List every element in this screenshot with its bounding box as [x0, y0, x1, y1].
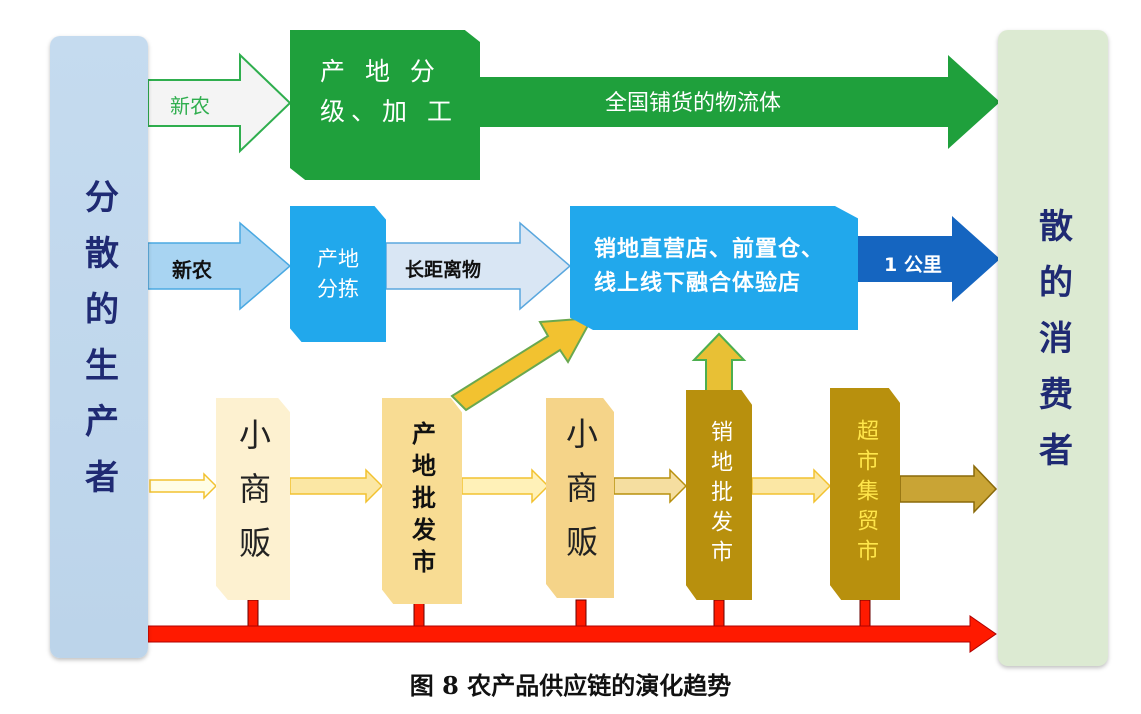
row3-arrow-3: [461, 468, 550, 504]
row2-dest: 销地直营店、前置仓、线上线下融合体验店: [570, 206, 858, 330]
connector-3: [575, 599, 587, 627]
diagonal-arrow: [450, 316, 594, 412]
row3-arrow-6: [899, 464, 998, 514]
row2-dest-label: 销地直营店、前置仓、线上线下融合体验店: [594, 236, 825, 296]
stall-small-vendor-2: 小商贩: [546, 398, 614, 598]
row3-arrow-4: [613, 468, 688, 504]
row3-arrow-2: [289, 468, 384, 504]
stall-label: 销地批发市: [707, 420, 732, 570]
row1-tag: 新农: [170, 94, 210, 118]
row3-arrow-5: [751, 468, 832, 504]
figure-caption: 图 8 农产品供应链的演化趋势: [409, 671, 732, 700]
stall-sales-wholesale: 销地批发市: [686, 390, 752, 600]
right-label: 散的消费者: [1032, 208, 1073, 488]
stall-small-vendor-1: 小商贩: [216, 398, 290, 600]
row3-arrow-1: [149, 472, 218, 500]
row1-flow-arrow: [480, 55, 1000, 149]
row2-flow-label: 长距离物: [405, 259, 482, 281]
stall-label: 小商贩: [234, 418, 272, 580]
left-pillar: 分散的生产者: [50, 36, 148, 658]
row1-node: 产 地 分 级、加 工: [290, 30, 480, 180]
row2-last-arrow: [858, 216, 1000, 302]
row1-node-label: 产 地 分 级、加 工: [320, 57, 458, 126]
bottom-red-arrow: [147, 615, 997, 653]
up-arrow: [691, 332, 747, 394]
connector-1: [247, 599, 259, 627]
connector-5: [859, 599, 871, 627]
row2-tag-arrow: [147, 221, 292, 311]
stall-supermarket: 超市集贸市: [830, 388, 900, 600]
row2-last-label: 1 公里: [884, 254, 942, 276]
stall-label: 超市集贸市: [853, 419, 878, 569]
row2-flow-arrow: [385, 221, 572, 311]
row2-node-label: 产地分拣: [317, 247, 359, 301]
right-pillar: 散的消费者: [998, 30, 1108, 666]
row1-flow-label: 全国铺货的物流体: [605, 91, 782, 116]
left-label: 分散的生产者: [78, 179, 119, 515]
row2-node: 产地分拣: [290, 206, 386, 342]
stall-label: 产地批发市: [407, 421, 437, 581]
row2-tag: 新农: [172, 258, 212, 282]
stall-origin-wholesale: 产地批发市: [382, 398, 462, 604]
stall-label: 小商贩: [561, 417, 599, 579]
row1-tag-arrow: [147, 52, 292, 154]
connector-4: [713, 599, 725, 627]
